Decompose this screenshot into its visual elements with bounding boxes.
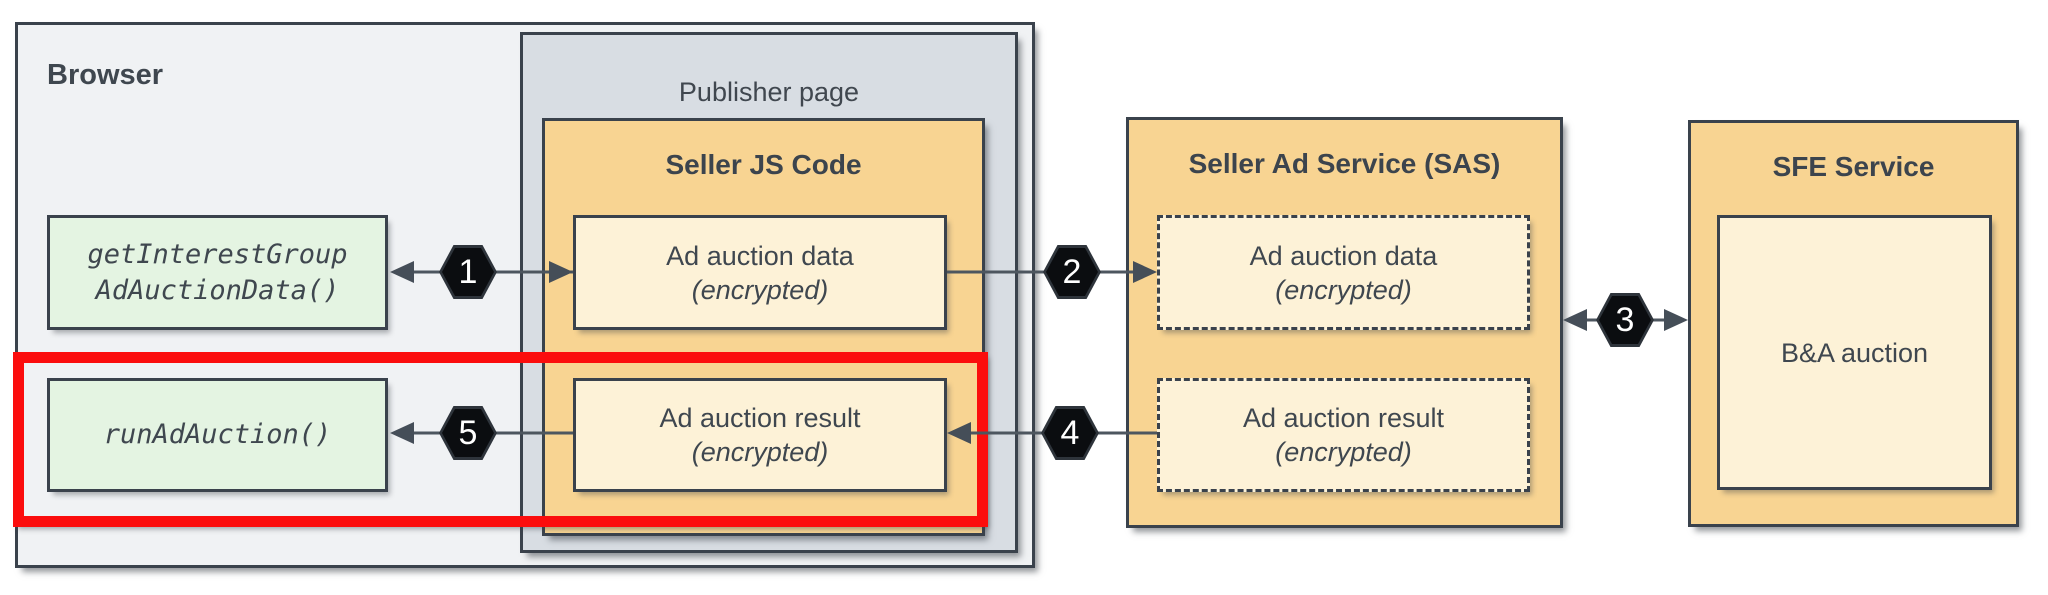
js-ad-auction-data-box: Ad auction data (encrypted) <box>573 215 947 330</box>
js-ad-auction-data-line2: (encrypted) <box>691 274 829 305</box>
step-badge-1-number: 1 <box>458 253 478 291</box>
js-ad-auction-data-line1: Ad auction data <box>666 240 854 271</box>
highlight-red-frame <box>13 352 988 527</box>
get-interest-group-ad-auction-data-box: getInterestGroup AdAuctionData() <box>47 215 388 330</box>
sas-ad-auction-data-box: Ad auction data (encrypted) <box>1157 215 1530 330</box>
seller-ad-service-title: Seller Ad Service (SAS) <box>1188 148 1501 179</box>
publisher-page-label: Publisher page <box>678 77 860 107</box>
sas-ad-auction-result-line1: Ad auction result <box>1242 403 1445 433</box>
browser-label: Browser <box>47 59 164 91</box>
get-interest-group-line1: getInterestGroup <box>87 238 348 270</box>
sfe-service-title: SFE Service <box>1772 151 1935 182</box>
run-ad-auction-line1: runAdAuction() <box>103 419 332 450</box>
step-badge-4: 4 <box>1041 406 1099 460</box>
sas-ad-auction-result-box: Ad auction result (encrypted) <box>1157 378 1530 492</box>
step-badge-3-number: 3 <box>1615 301 1635 339</box>
js-ad-auction-result-line2: (encrypted) <box>691 437 829 467</box>
ba-auction-label: B&A auction <box>1780 337 1929 368</box>
step-badge-4-number: 4 <box>1060 414 1080 452</box>
js-ad-auction-result-line1: Ad auction result <box>659 403 861 433</box>
seller-js-code-title: Seller JS Code <box>665 149 862 180</box>
step-badge-3: 3 <box>1596 293 1654 347</box>
step-badge-2: 2 <box>1043 245 1101 299</box>
js-ad-auction-result-box: Ad auction result (encrypted) <box>573 378 947 492</box>
sas-ad-auction-data-line2: (encrypted) <box>1275 274 1412 305</box>
get-interest-group-line2: AdAuctionData() <box>95 274 340 306</box>
ba-auction-box: B&A auction <box>1717 215 1992 490</box>
step-badge-2-number: 2 <box>1062 253 1082 291</box>
run-ad-auction-box: runAdAuction() <box>47 378 388 492</box>
sas-ad-auction-data-line1: Ad auction data <box>1249 240 1438 271</box>
step-badge-5-number: 5 <box>458 414 478 452</box>
sas-ad-auction-result-line2: (encrypted) <box>1275 437 1412 467</box>
